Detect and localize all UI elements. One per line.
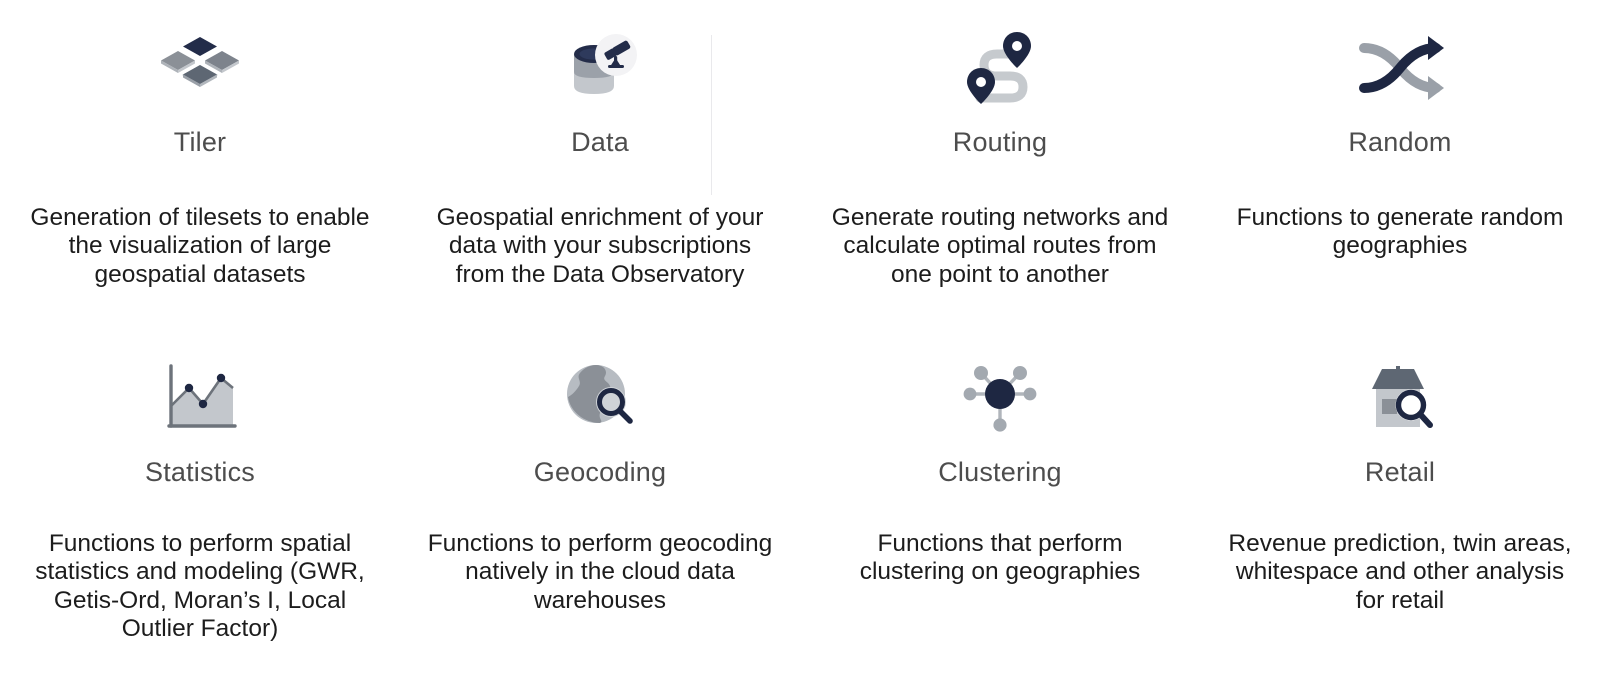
database-telescope-icon	[560, 14, 640, 122]
card-description: Revenue prediction, twin areas, whitespa…	[1228, 529, 1572, 614]
feature-card-tiler[interactable]: Tiler Generation of tilesets to enable t…	[0, 14, 400, 344]
card-description: Generate routing networks and calculate …	[831, 203, 1169, 288]
feature-card-geocoding[interactable]: Geocoding Functions to perform geocoding…	[400, 344, 800, 674]
feature-card-routing[interactable]: Routing Generate routing networks and ca…	[800, 14, 1200, 344]
card-title: Statistics	[144, 457, 256, 487]
card-description: Functions to perform geocoding natively …	[427, 529, 773, 614]
feature-card-data[interactable]: Data Geospatial enrichment of your data …	[400, 14, 800, 344]
storefront-magnifier-icon	[1360, 344, 1440, 452]
card-title: Data	[571, 127, 629, 157]
card-description: Functions to generate random geographies	[1236, 203, 1564, 260]
card-title: Random	[1348, 127, 1452, 157]
feature-card-retail[interactable]: Retail Revenue prediction, twin areas, w…	[1200, 344, 1600, 674]
feature-card-random[interactable]: Random Functions to generate random geog…	[1200, 14, 1600, 344]
hub-spoke-nodes-icon	[960, 344, 1040, 452]
card-description: Generation of tilesets to enable the vis…	[30, 203, 370, 288]
card-description: Functions to perform spatial statistics …	[35, 529, 365, 643]
card-title: Geocoding	[533, 457, 667, 487]
feature-card-statistics[interactable]: Statistics Functions to perform spatial …	[0, 344, 400, 674]
card-description: Geospatial enrichment of your data with …	[436, 203, 764, 288]
tiles-isometric-icon	[157, 14, 243, 122]
column-divider	[711, 35, 712, 195]
card-description: Functions that perform clustering on geo…	[859, 529, 1141, 586]
card-title: Retail	[1364, 457, 1436, 487]
shuffle-arrows-icon	[1354, 14, 1446, 122]
card-title: Routing	[952, 127, 1048, 157]
route-pins-icon	[960, 14, 1040, 122]
card-title: Clustering	[938, 457, 1062, 487]
card-title: Tiler	[173, 127, 227, 157]
feature-card-clustering[interactable]: Clustering Functions that perform cluste…	[800, 344, 1200, 674]
area-chart-icon	[159, 344, 241, 452]
globe-magnifier-icon	[562, 344, 638, 452]
